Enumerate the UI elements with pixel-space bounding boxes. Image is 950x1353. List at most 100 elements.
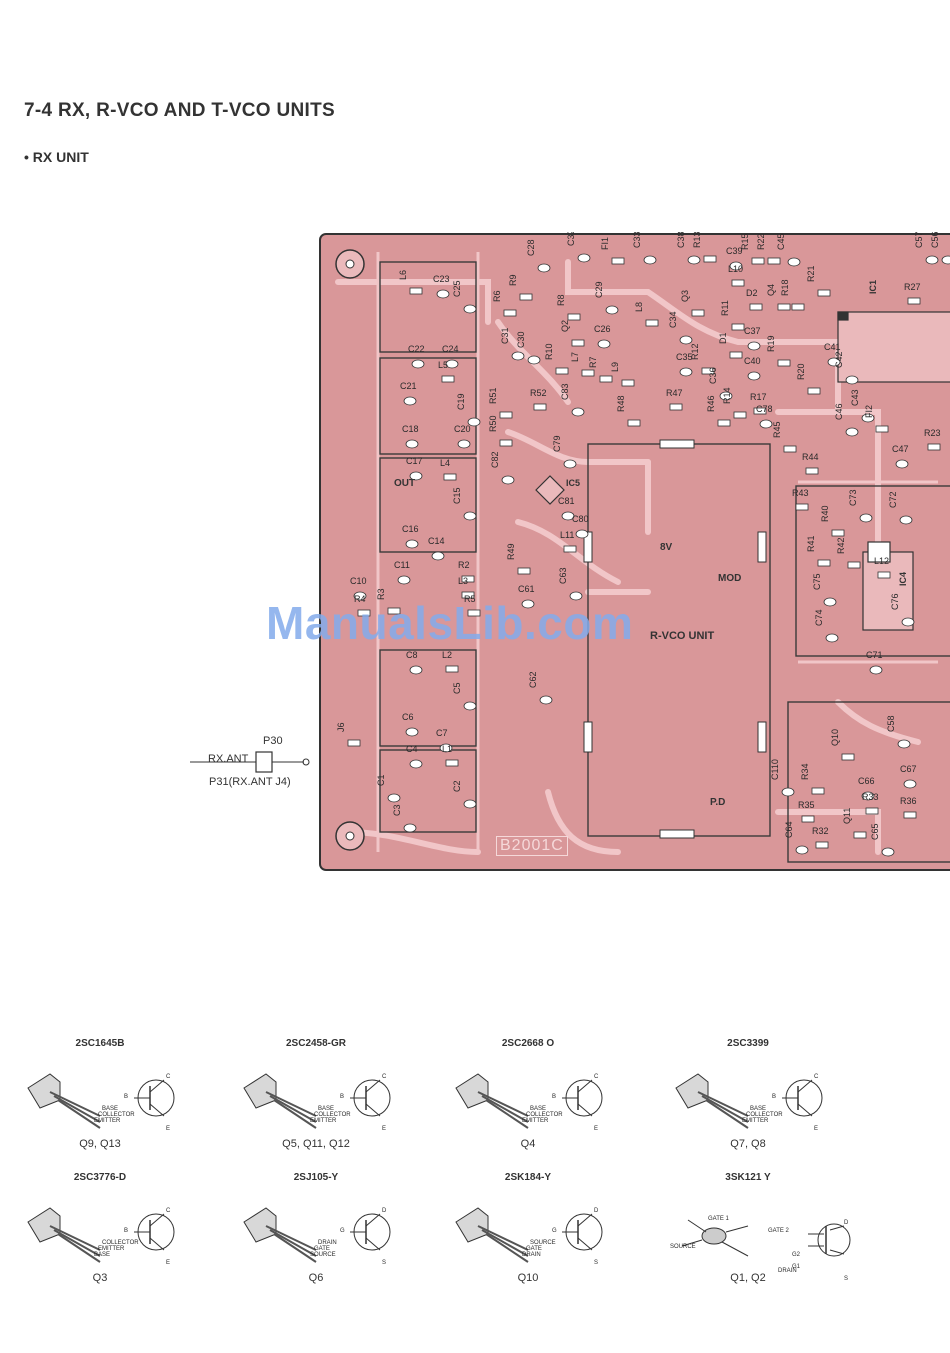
- component-body-c18: [405, 439, 419, 449]
- symbol-pin-letter: E: [594, 1126, 599, 1132]
- component-body-l12: [877, 571, 891, 579]
- p31-label: P31(RX.ANT J4): [209, 776, 291, 788]
- symbol-pin-letter: S: [594, 1260, 599, 1266]
- component-body-c79: [563, 459, 577, 469]
- pin-name: DRAIN: [522, 1252, 541, 1258]
- dual-gate-fet-drawing: [681, 1219, 851, 1257]
- component-body-c43: [861, 413, 875, 423]
- component-body-c81: [561, 511, 575, 521]
- designator-c41: C41: [824, 342, 841, 352]
- component-body-c6: [405, 727, 419, 737]
- designator-r10: R10: [544, 343, 554, 360]
- designator-r46: R46: [706, 395, 716, 412]
- component-body-r13: [703, 255, 717, 263]
- component-body-fi2: [875, 425, 889, 433]
- symbol-pin-letter: B: [124, 1094, 129, 1100]
- board-code: B2001C: [496, 836, 568, 856]
- transistor-name: 2SC2668 O: [501, 1038, 555, 1049]
- component-body-c63: [569, 591, 583, 601]
- pin-pd-label: P.D: [710, 797, 726, 808]
- component-body-r2: [461, 575, 475, 583]
- designator-c17: C17: [406, 456, 423, 466]
- designator-l4: L4: [440, 458, 450, 468]
- transistor-part-refs: Q5, Q11, Q12: [282, 1138, 350, 1150]
- pin-8v-label: 8V: [660, 542, 673, 553]
- component-body-c32: [577, 253, 591, 263]
- component-body-r14: [733, 411, 747, 419]
- component-body-c23: [436, 289, 450, 299]
- pin-name: EMITTER: [522, 1118, 549, 1124]
- component-body-c8: [409, 665, 423, 675]
- symbol-pin-letter: D: [844, 1220, 849, 1226]
- designator-q4: Q4: [766, 284, 776, 296]
- designator-c63: C63: [558, 567, 568, 584]
- designator-c74: C74: [814, 609, 824, 626]
- component-body-r49: [517, 567, 531, 575]
- component-body-r10: [555, 367, 569, 375]
- component-body-r8: [567, 313, 581, 321]
- component-body-r51: [499, 411, 513, 419]
- designator-r8: R8: [556, 294, 566, 306]
- designator-c10: C10: [350, 576, 367, 586]
- designator-l8: L8: [634, 302, 644, 312]
- component-body-c75: [823, 597, 837, 607]
- component-body-r45: [783, 445, 797, 453]
- symbol-pin-letter: C: [382, 1074, 387, 1080]
- designator-r33: R33: [862, 792, 879, 802]
- component-body-c31: [511, 351, 525, 361]
- designator-c43: C43: [850, 389, 860, 406]
- component-body-r43: [795, 503, 809, 511]
- pin-name: EMITTER: [742, 1118, 769, 1124]
- transistor-part-refs: Q1, Q2: [730, 1272, 766, 1284]
- component-body-l9: [621, 379, 635, 387]
- component-body-r52: [533, 403, 547, 411]
- designator-r34: R34: [800, 763, 810, 780]
- pin-name: DRAIN: [318, 1240, 337, 1246]
- component-body-c5: [463, 701, 477, 711]
- symbol-pin-letter: B: [552, 1094, 557, 1100]
- component-body-c110: [781, 787, 795, 797]
- component-body-l11: [563, 545, 577, 553]
- transistor-name: 2SC2458-GR: [285, 1038, 347, 1049]
- component-body-c2: [463, 799, 477, 809]
- component-body-c45: [787, 257, 801, 267]
- transistor-part-refs: Q6: [308, 1272, 324, 1284]
- component-body-l6: [409, 287, 423, 295]
- component-body-r9: [519, 293, 533, 301]
- designator-r27: R27: [904, 282, 921, 292]
- symbol-pin-letter: E: [166, 1260, 171, 1266]
- component-body-r47: [669, 403, 683, 411]
- component-body-l4: [443, 473, 457, 481]
- component-body-c67: [903, 779, 917, 789]
- designator-d1: D1: [718, 332, 728, 344]
- transistor-name: 2SC3776-D: [73, 1172, 127, 1183]
- vco-module-title: R-VCO UNIT: [650, 630, 715, 642]
- symbol-pin-letter: C: [594, 1074, 599, 1080]
- designator-c45: C45: [776, 233, 786, 250]
- pin-name: SOURCE: [670, 1244, 696, 1250]
- transistor-name: 3SK121 Y: [725, 1172, 771, 1183]
- component-body-c11: [397, 575, 411, 585]
- designator-r43: R43: [792, 488, 809, 498]
- designator-r9: R9: [508, 274, 518, 286]
- designator-r22: R22: [756, 233, 766, 250]
- component-body-r50: [499, 439, 513, 447]
- component-body-r41: [817, 559, 831, 567]
- component-body-r18: [791, 303, 805, 311]
- pin-name: EMITTER: [94, 1118, 121, 1124]
- component-body-c4: [409, 759, 423, 769]
- designator-c16: C16: [402, 524, 419, 534]
- antenna-connector: [190, 751, 310, 773]
- designator-c80: C80: [572, 514, 589, 524]
- component-body-d2: [749, 303, 763, 311]
- designator-l12: L12: [874, 556, 889, 566]
- component-body-c71: [869, 665, 883, 675]
- component-body-c61: [521, 599, 535, 609]
- designator-c72: C72: [888, 491, 898, 508]
- component-body-r23: [927, 443, 941, 451]
- component-body-l1: [445, 759, 459, 767]
